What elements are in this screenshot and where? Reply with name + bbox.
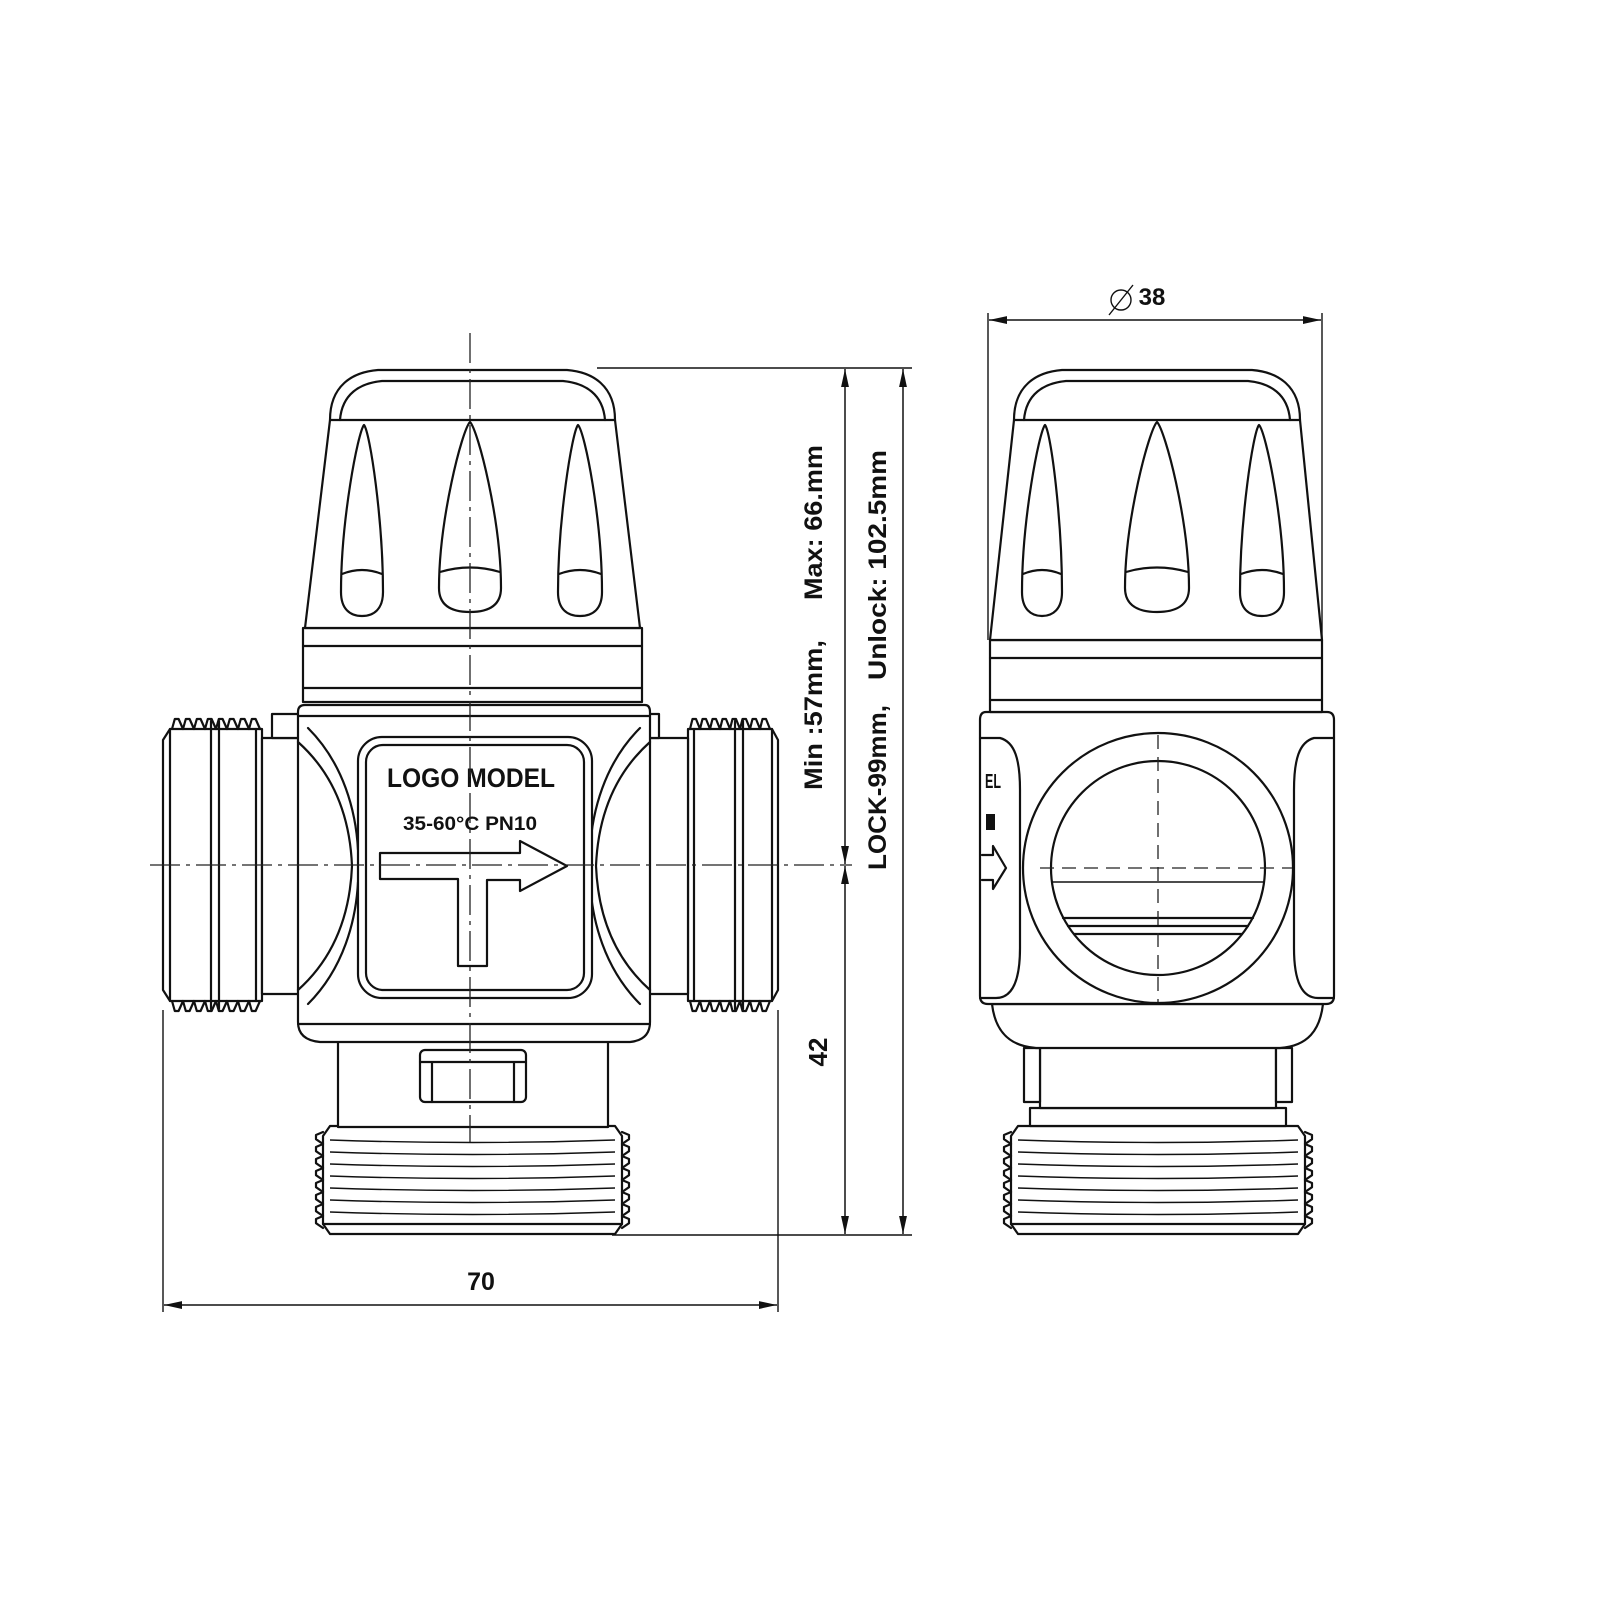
front-view: LOGO MODEL 35-60°C PN10 <box>150 333 912 1312</box>
front-right-inlet-port <box>643 712 780 1013</box>
front-knob-groove-left <box>339 423 385 618</box>
side-knob-groove-left <box>1020 423 1064 618</box>
side-bottom-clip-left <box>1022 1046 1042 1104</box>
dimension-overall-width: 70 <box>467 1268 495 1296</box>
dimension-knob-diameter: 38 <box>1139 284 1166 311</box>
front-body-left-flank <box>296 726 360 1006</box>
front-knob-cap <box>303 368 642 630</box>
side-knob-groove-right <box>1238 423 1286 618</box>
side-bottom-neck <box>1038 1044 1278 1110</box>
side-bottom-thread-body <box>1009 1124 1307 1236</box>
side-knob-cap-inner-line <box>1022 379 1292 422</box>
side-knob <box>988 368 1324 714</box>
front-bottom-thread-teeth-left <box>314 1130 325 1230</box>
right-port-thread-teeth-top <box>688 717 772 731</box>
label-plate-spec: 35-60°C PN10 <box>403 814 537 835</box>
dimension-min-height: Min :57mm, <box>800 640 828 790</box>
diameter-symbol-circle <box>1110 289 1132 311</box>
left-port-thread-teeth-bottom <box>170 999 262 1013</box>
side-dimensions: 38 <box>987 284 1323 640</box>
side-knob-cap <box>988 368 1324 642</box>
front-knob-base-band <box>301 626 644 704</box>
left-port-thread-teeth-top <box>170 717 262 731</box>
side-knob-groove-center <box>1123 420 1191 614</box>
front-knob-cap-inner-line <box>338 379 607 422</box>
side-view: EL <box>978 284 1336 1236</box>
front-left-inlet-port <box>161 712 304 1013</box>
dimension-lock-height: LOCK-99mm, <box>864 705 892 870</box>
side-bottom-thread-teeth-right <box>1303 1130 1314 1230</box>
front-valve-body: LOGO MODEL 35-60°C PN10 <box>296 703 652 1044</box>
front-bottom-clip-detail <box>418 1060 528 1104</box>
flow-direction-arrow-icon <box>378 839 569 968</box>
front-bottom-clip <box>418 1048 528 1104</box>
side-bottom-thread-lines <box>1017 1139 1299 1216</box>
right-port-neck <box>646 736 690 996</box>
front-body-band-lines <box>296 714 652 1026</box>
side-body-lower-shoulder <box>990 1002 1325 1050</box>
dimension-max-height: Max: 66.mm <box>800 445 828 600</box>
right-port-thread-teeth-bottom <box>688 999 772 1013</box>
diameter-symbol-icon <box>1108 284 1134 316</box>
side-bottom-outlet <box>1002 1044 1314 1236</box>
front-bottom-thread-lines <box>329 1139 616 1216</box>
side-bottom-collar <box>1028 1106 1288 1128</box>
side-label-fragment: EL <box>985 771 1001 793</box>
side-flow-arrow-fragment-icon <box>980 844 1008 891</box>
left-port-neck <box>260 736 302 996</box>
front-bottom-thread-body <box>321 1124 624 1236</box>
side-body-left-panel <box>978 736 1022 1000</box>
side-knob-band-lines <box>988 656 1324 702</box>
front-knob-band-lines <box>301 644 644 690</box>
side-knob-base-band <box>988 638 1324 714</box>
front-knob <box>301 368 644 704</box>
label-plate-title: LOGO MODEL <box>387 763 555 793</box>
side-bottom-thread-teeth-left <box>1002 1130 1013 1230</box>
side-bottom-clip-right <box>1274 1046 1294 1104</box>
dimension-unlock-height: Unlock: 102.5mm <box>864 450 892 680</box>
side-label-mark <box>986 814 995 830</box>
front-bottom-outlet <box>314 1038 631 1236</box>
front-bottom-thread-teeth-right <box>620 1130 631 1230</box>
diameter-symbol-slash <box>1108 284 1134 316</box>
front-dimensions: Min :57mm, Max: 66.mm LOCK-99mm, Unlock:… <box>162 367 912 1312</box>
side-valve-body: EL <box>978 710 1336 1050</box>
dimension-outlet-height: 42 <box>803 1038 833 1067</box>
front-knob-groove-right <box>556 423 604 618</box>
